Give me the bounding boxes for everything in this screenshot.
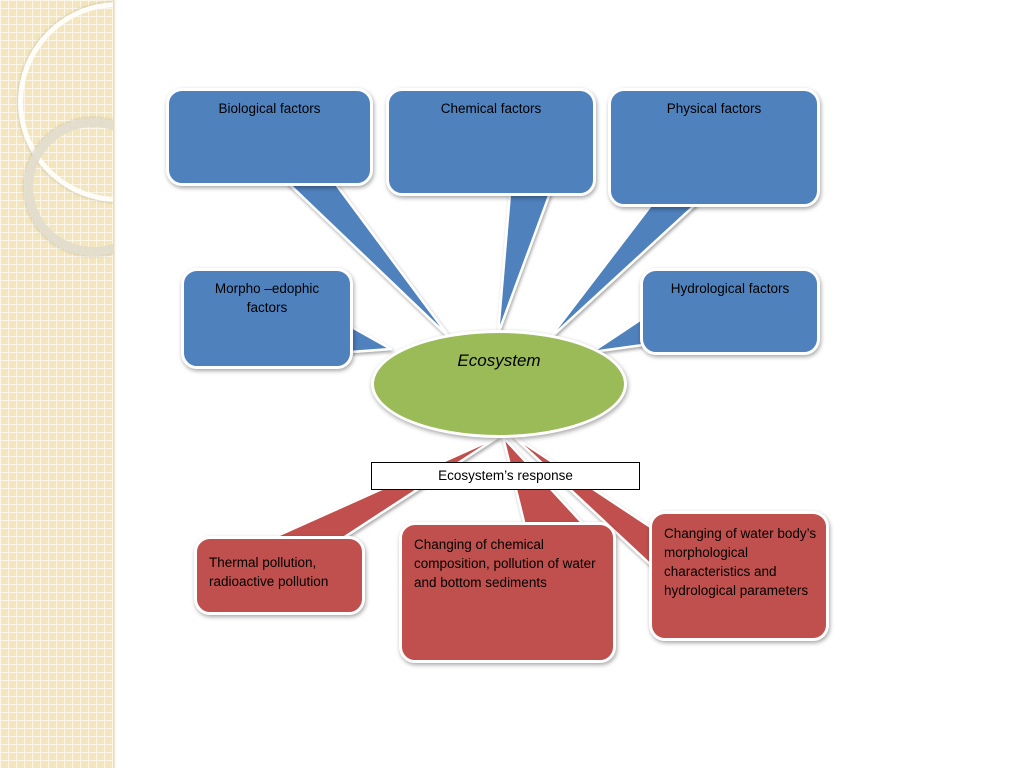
- response-label: Thermal pollution, radioactive pollution: [209, 555, 329, 589]
- response-label: Changing of chemical composition, pollut…: [414, 537, 596, 590]
- response-chemical-composition: Changing of chemical composition, pollut…: [399, 522, 616, 663]
- factor-physical: Physical factors: [608, 88, 820, 207]
- factor-label: Chemical factors: [440, 101, 542, 116]
- ecosystem-label: Ecosystem: [457, 351, 541, 370]
- factor-chemical: Chemical factors: [386, 88, 596, 196]
- connector-chemical: [496, 191, 552, 336]
- response-thermal: Thermal pollution, radioactive pollution: [194, 536, 365, 615]
- connector-hydro: [590, 316, 645, 354]
- factor-label: Biological factors: [218, 101, 321, 116]
- decorative-sidebar: [0, 0, 113, 768]
- response-water-body: Changing of water body’s morphological c…: [649, 511, 829, 641]
- response-label: Changing of water body’s morphological c…: [664, 526, 817, 598]
- factor-biological: Biological factors: [166, 88, 373, 186]
- factor-label: Physical factors: [666, 101, 762, 116]
- sidebar-edge: [113, 0, 116, 768]
- factor-morpho-edophic: Morpho –edophic factors: [181, 268, 353, 369]
- factor-label: Morpho –edophic factors: [214, 281, 320, 315]
- connector-morpho: [348, 324, 393, 354]
- decorative-ring: [24, 118, 113, 256]
- factor-hydrological: Hydrological factors: [640, 268, 820, 355]
- ecosystem-node: Ecosystem: [371, 330, 627, 438]
- factor-label: Hydrological factors: [670, 281, 790, 296]
- ecosystem-response-label: Ecosystem’s response: [371, 462, 640, 490]
